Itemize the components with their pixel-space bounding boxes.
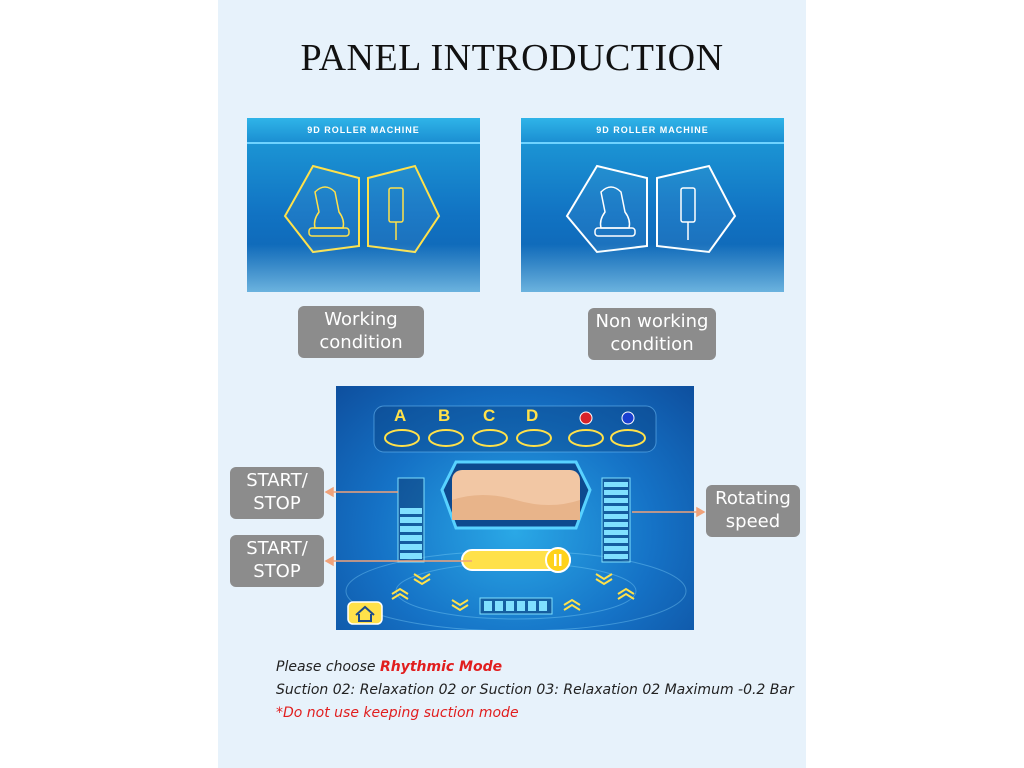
callout-start-stop-bottom: START/ STOP (230, 535, 324, 587)
screen-header-bar: 9D ROLLER MACHINE (247, 118, 480, 144)
instruction-notes: Please choose Rhythmic Mode Suction 02: … (276, 656, 794, 725)
screen-header-title: 9D ROLLER MACHINE (596, 125, 709, 135)
handpiece-selection-graphic (565, 164, 737, 254)
up-chevron-icon (563, 598, 581, 606)
mode-a-button (384, 429, 420, 447)
roller-handpiece-icon (599, 186, 631, 229)
mode-bar (373, 405, 657, 453)
roller-handpiece-card (565, 164, 648, 254)
mode-label-b[interactable]: B (438, 406, 451, 425)
roller-handpiece-card-active (283, 164, 360, 254)
up-chevron-icon (617, 587, 635, 595)
screen-header-bar: 9D ROLLER MACHINE (521, 118, 784, 144)
mode-b-button (428, 429, 464, 447)
rhythmic-mode-highlight: Rhythmic Mode (379, 659, 503, 675)
bottom-level-bar (479, 597, 553, 615)
down-chevron-icon (451, 599, 469, 607)
caption-working-condition: Working condition (298, 306, 424, 358)
home-icon (355, 605, 375, 622)
handpiece-selection-graphic (283, 164, 441, 254)
down-chevron-icon (595, 573, 613, 581)
callout-line: START/ (246, 538, 308, 559)
roller-handpiece-icon (313, 186, 345, 229)
callout-line: START/ (246, 470, 308, 491)
red-indicator (579, 411, 593, 425)
callout-rotating-speed: Rotating speed (706, 485, 800, 537)
note-line-2: Suction 02: Relaxation 02 or Suction 03:… (276, 682, 794, 698)
small-handpiece-card (656, 164, 737, 254)
poster-background (218, 0, 806, 768)
callout-line: Rotating (715, 488, 791, 509)
screen-glow (247, 244, 480, 292)
note-prefix: Please choose (276, 659, 380, 675)
mode-label-d[interactable]: D (526, 406, 539, 425)
callout-line: STOP (253, 561, 301, 582)
mode-label-c[interactable]: C (483, 406, 496, 425)
warning-note: *Do not use keeping suction mode (276, 705, 519, 721)
callout-start-stop-top: START/ STOP (230, 467, 324, 519)
suction-red-button (568, 429, 604, 447)
page-title: PANEL INTRODUCTION (300, 37, 724, 79)
caption-non-working-condition: Non working condition (588, 308, 716, 360)
caption-line: condition (319, 332, 403, 353)
screen-working: 9D ROLLER MACHINE (247, 118, 480, 292)
caption-line: Non working (595, 311, 709, 332)
right-level-bar (601, 477, 631, 563)
callout-line: speed (725, 511, 781, 532)
caption-line: condition (610, 334, 694, 355)
home-button (347, 601, 383, 625)
screen-header-title: 9D ROLLER MACHINE (307, 125, 420, 135)
down-chevron-icon (413, 573, 431, 581)
screen-glow (521, 244, 784, 292)
up-chevron-icon (391, 587, 409, 595)
mode-d-button (516, 429, 552, 447)
callout-line: STOP (253, 493, 301, 514)
slider-knob (545, 547, 571, 573)
note-line-1: Please choose Rhythmic Mode (276, 656, 794, 679)
control-panel-graphic (345, 405, 687, 630)
mode-c-button (472, 429, 508, 447)
blue-indicator (621, 411, 635, 425)
suction-blue-button (610, 429, 646, 447)
caption-line: Working (324, 309, 398, 330)
screen-non-working: 9D ROLLER MACHINE (521, 118, 784, 292)
control-panel-screen: A B C D (336, 386, 694, 630)
left-level-bar (397, 477, 425, 563)
mode-label-a[interactable]: A (394, 406, 407, 425)
